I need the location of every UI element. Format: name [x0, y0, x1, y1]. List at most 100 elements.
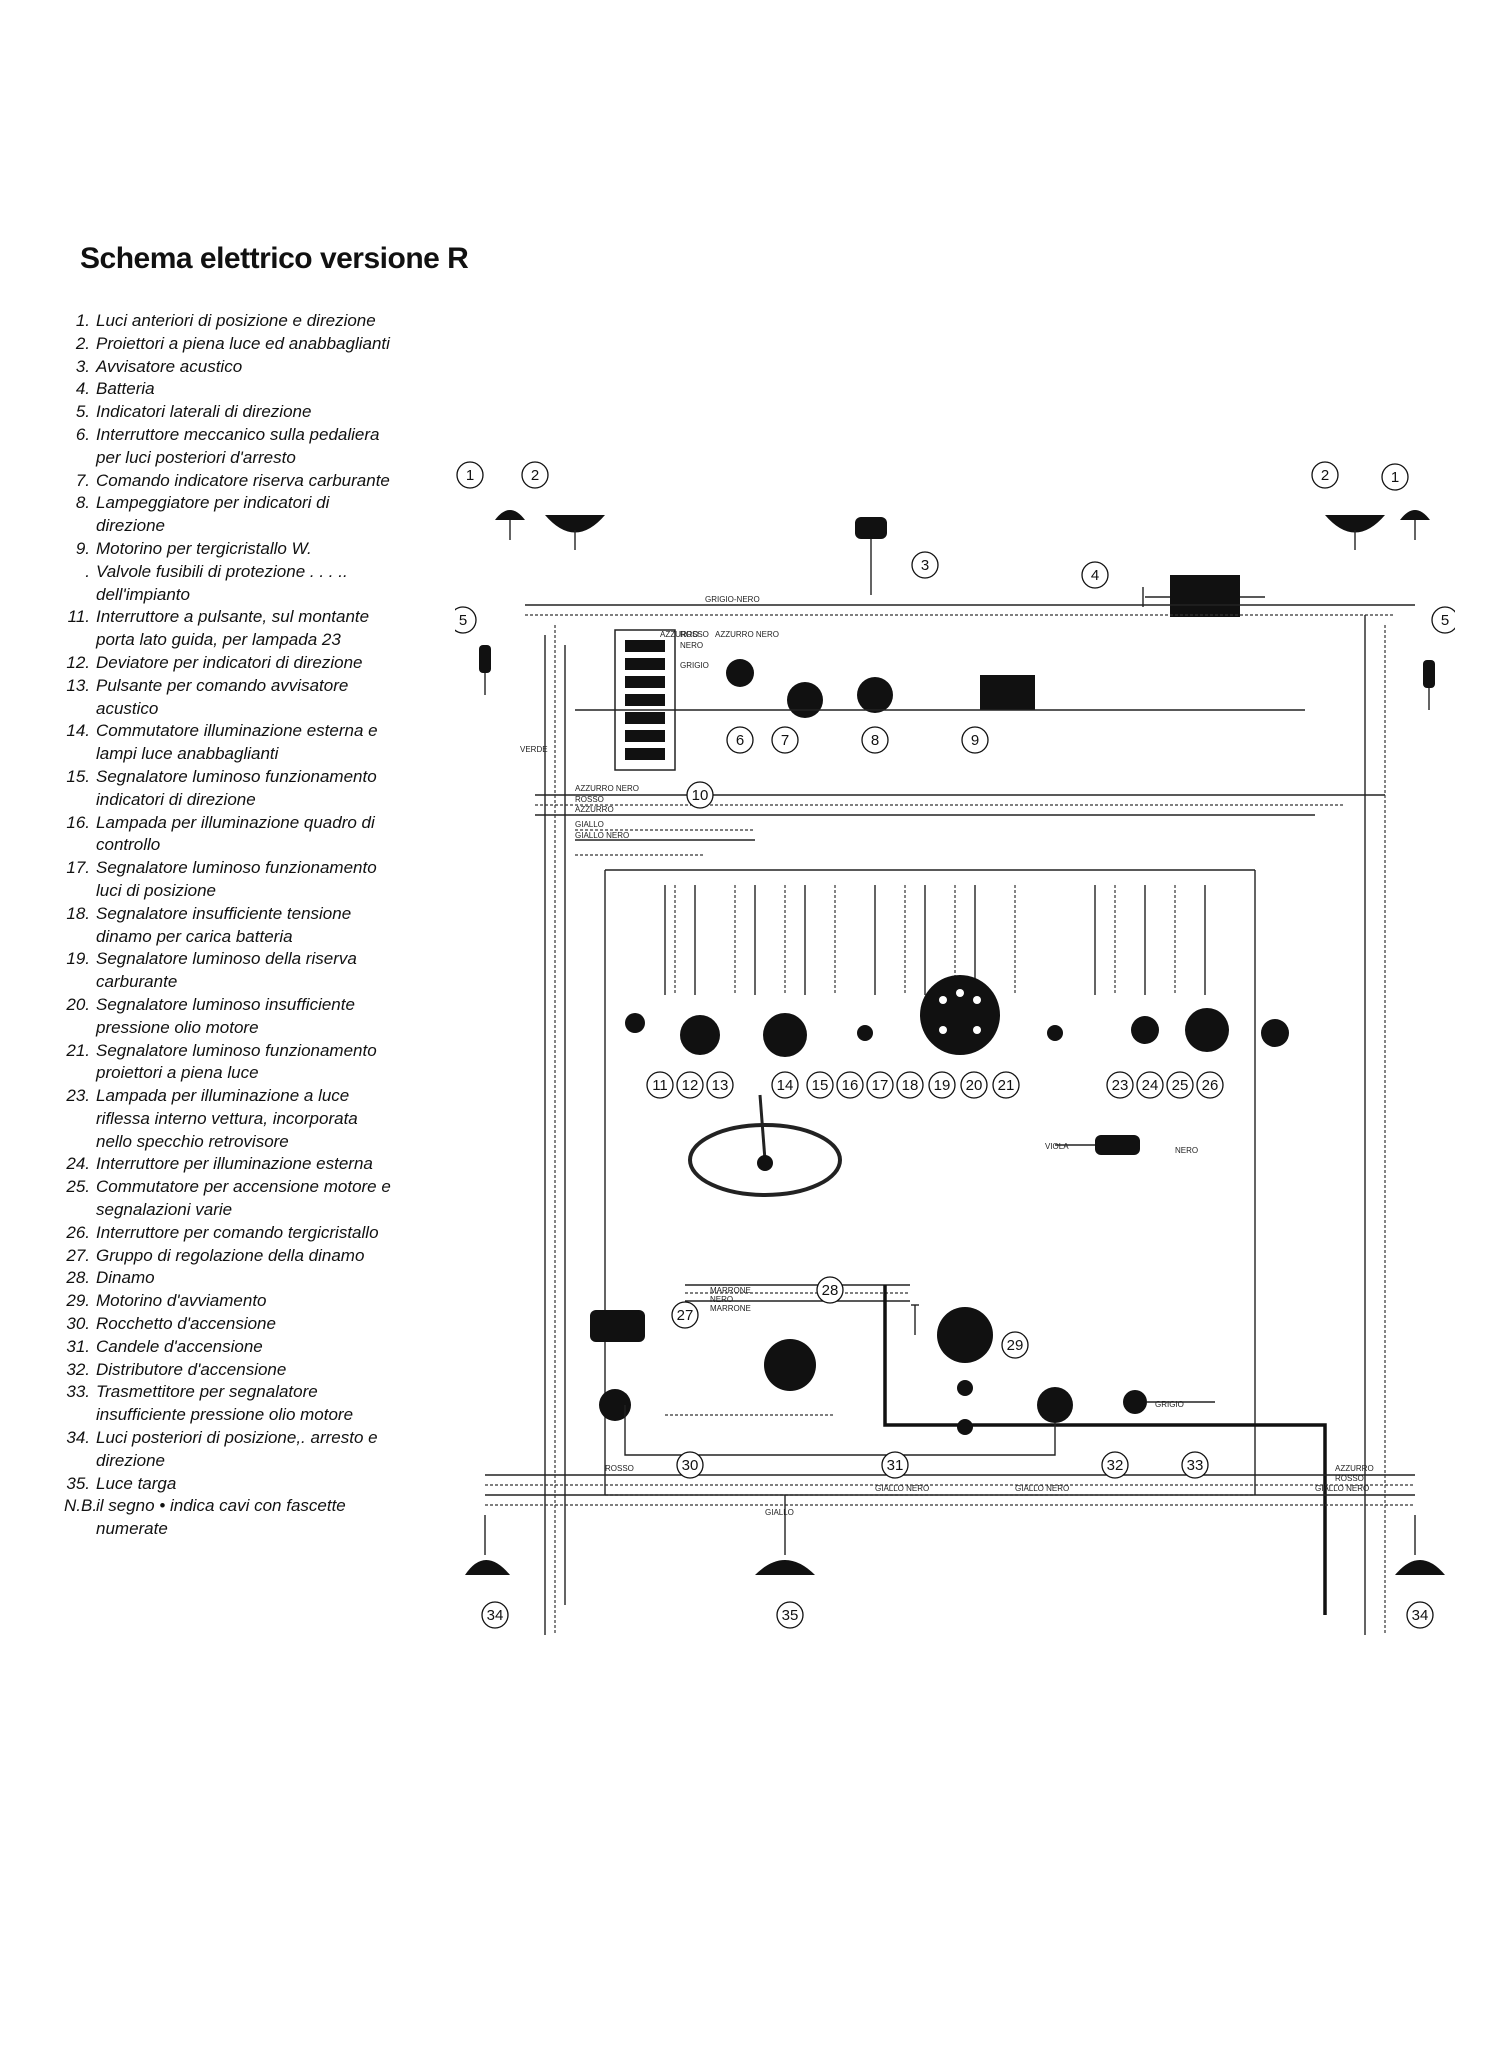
svg-text:27: 27 — [677, 1307, 694, 1324]
legend-number: 33. — [66, 1382, 90, 1402]
callout-2: 2 — [1311, 461, 1339, 489]
legend-item: 33.Trasmettitore per segnalatore insuffi… — [64, 1381, 394, 1427]
legend-text: Deviatore per indicatori di direzione — [96, 652, 363, 672]
legend-number: 19. — [66, 949, 90, 969]
legend-item: 4.Batteria — [64, 378, 394, 401]
callout-17: 17 — [866, 1071, 894, 1099]
legend-text: Rocchetto d'accensione — [96, 1314, 276, 1334]
svg-text:8: 8 — [871, 732, 879, 749]
page-title: Schema elettrico versione R — [80, 242, 469, 275]
wire-label: VIOLA — [1045, 1142, 1069, 1151]
legend-text: il segno • indica cavi con fascette nume… — [96, 1496, 346, 1539]
legend-item: 9.Motorino per tergicristallo W. — [64, 538, 394, 561]
stop-switch-6 — [726, 659, 754, 687]
starter-motor-29 — [937, 1307, 993, 1363]
callout-11: 11 — [646, 1071, 674, 1099]
wire-label: GRIGIO — [680, 661, 709, 670]
legend-text: Distributore d'accensione — [96, 1359, 287, 1379]
svg-text:31: 31 — [887, 1457, 904, 1474]
legend-text: Lampeggiatore per indicatori di direzion… — [96, 493, 330, 536]
legend-text: Interruttore per comando tergicristallo — [96, 1222, 379, 1242]
front-light-left-1 — [495, 510, 525, 540]
wire-label: GRIGIO — [1155, 1400, 1184, 1409]
legend-number: . — [85, 561, 90, 581]
legend-text: Interruttore a pulsante, sul montante po… — [96, 607, 370, 650]
svg-text:1: 1 — [466, 467, 474, 484]
legend-text: Candele d'accensione — [96, 1336, 263, 1356]
legend-text: Motorino d'avviamento — [96, 1291, 267, 1311]
callout-2: 2 — [521, 461, 549, 489]
wire-label: GIALLO NERO — [875, 1484, 929, 1493]
legend-text: Segnalatore luminoso insufficiente press… — [96, 994, 355, 1037]
wire-label: NERO — [1175, 1146, 1198, 1155]
callout-21: 21 — [992, 1071, 1020, 1099]
turn-signal-switch-12 — [680, 1015, 720, 1055]
wire-label: MARRONE — [710, 1304, 751, 1313]
legend-number: 13. — [66, 675, 90, 695]
legend-text: Segnalatore luminoso funzionamento luci … — [96, 858, 377, 900]
callout-1: 1 — [1381, 463, 1409, 491]
callout-14: 14 — [771, 1071, 799, 1099]
wire-label: GIALLO — [765, 1508, 794, 1517]
spark-plug-31a — [957, 1380, 973, 1396]
legend-number: N.B. — [64, 1496, 98, 1516]
wire-label: MARRONE — [710, 1286, 751, 1295]
svg-text:7: 7 — [781, 732, 789, 749]
legend-item: 2.Proiettori a piena luce ed anabbaglian… — [64, 333, 394, 356]
svg-text:16: 16 — [842, 1077, 859, 1094]
svg-text:21: 21 — [998, 1077, 1015, 1094]
legend-number: 14. — [66, 721, 90, 741]
legend-item: 8. Lampeggiatore per indicatori di direzi… — [64, 492, 394, 538]
callout-30: 30 — [676, 1451, 704, 1479]
svg-text:20: 20 — [966, 1077, 983, 1094]
callout-9: 9 — [961, 726, 989, 754]
svg-text:26: 26 — [1202, 1077, 1219, 1094]
legend-number: 3. — [75, 356, 90, 376]
callout-25: 25 — [1166, 1071, 1194, 1099]
wire-label: ROSSO — [1335, 1474, 1364, 1483]
ignition-switch-25 — [1185, 1008, 1229, 1052]
legend-number: 11. — [67, 607, 90, 627]
legend-number: 28. — [66, 1268, 90, 1288]
battery-4 — [1142, 575, 1265, 617]
wire-label: AZZURRO NERO — [575, 784, 639, 793]
wiring-diagram: GRIGIO-NERO AZZURRO ROSSO NERO GRIGIO AZ… — [455, 461, 1455, 1635]
svg-text:2: 2 — [531, 467, 539, 484]
legend-item: 18.Segnalatore insufficiente tensione di… — [64, 903, 394, 949]
rear-light-right-34 — [1395, 1560, 1445, 1575]
wire-label: GIALLO — [575, 820, 604, 829]
wire-label: NERO — [680, 641, 703, 650]
legend-text: Interruttore meccanico sulla pedaliera p… — [96, 424, 380, 467]
component-legend: 1.Luci anteriori di posizione e direzion… — [64, 310, 394, 1541]
legend-number: 24. — [66, 1154, 90, 1174]
legend-text: Lampada per illuminazione a luce rifless… — [96, 1086, 358, 1151]
wire-label: AZZURRO — [575, 805, 614, 814]
callout-12: 12 — [676, 1071, 704, 1099]
legend-text: Luci anteriori di posizione e direzione — [96, 311, 376, 330]
callout-6: 6 — [726, 726, 754, 754]
callout-16: 16 — [836, 1071, 864, 1099]
legend-text: Commutatore per accensione motore e segn… — [96, 1177, 391, 1220]
svg-text:9: 9 — [971, 732, 979, 749]
instrument-cluster — [920, 975, 1000, 1055]
wire-label: ROSSO — [680, 630, 709, 639]
legend-number: 8. — [75, 493, 90, 513]
legend-text: Comando indicatore riserva carburante — [96, 470, 390, 490]
svg-text:5: 5 — [1441, 612, 1449, 629]
legend-number: 35. — [66, 1473, 90, 1493]
spark-plug-31b — [957, 1419, 973, 1435]
legend-item: 17.Segnalatore luminoso funzionamento lu… — [64, 857, 394, 903]
callout-27: 27 — [671, 1301, 699, 1329]
legend-item: 6.Interruttore meccanico sulla pedaliera… — [64, 424, 394, 470]
callout-29: 29 — [1001, 1331, 1029, 1359]
callout-15: 15 — [806, 1071, 834, 1099]
legend-number: 32. — [66, 1359, 90, 1379]
legend-number: 4. — [75, 379, 90, 399]
wire-label: AZZURRO — [660, 630, 699, 639]
legend-number: 23. — [66, 1086, 90, 1106]
distributor-32 — [1037, 1387, 1073, 1423]
horn-button-13 — [757, 1155, 773, 1171]
callout-7: 7 — [771, 726, 799, 754]
legend-item: 23. Lampada per illuminazione a luce rifl… — [64, 1085, 394, 1153]
callout-32: 32 — [1101, 1451, 1129, 1479]
